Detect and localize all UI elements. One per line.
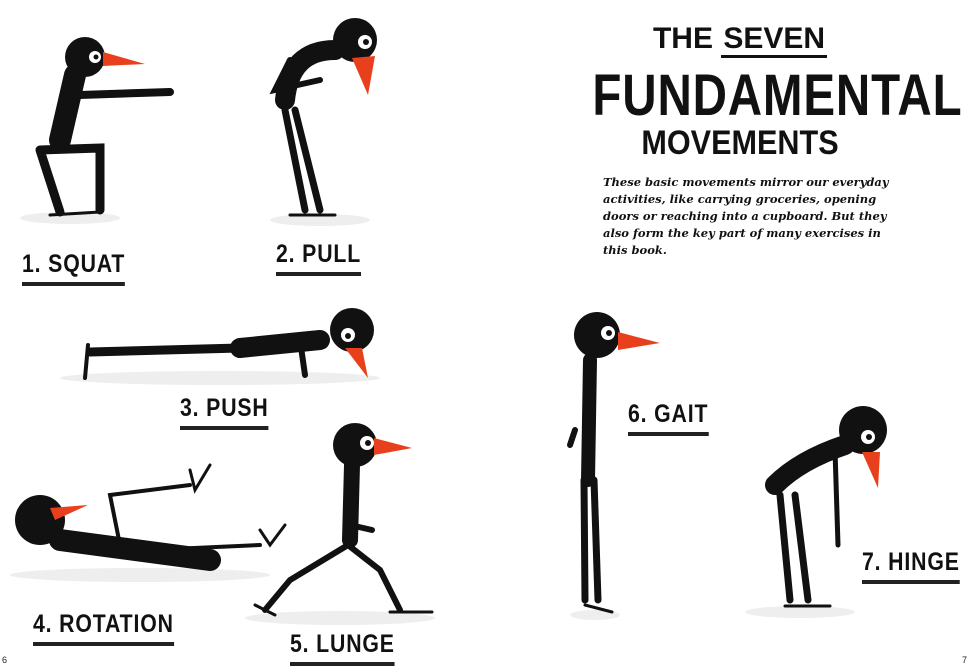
title-main: FUNDAMENTAL — [592, 63, 963, 128]
bird-lunge-illustration — [245, 423, 435, 625]
bird-gait-illustration — [567, 312, 660, 620]
page-number-left: 6 — [2, 655, 8, 665]
description-text: These basic movements mirror our everyda… — [603, 175, 889, 257]
label-hinge: 7. HINGE — [862, 548, 960, 584]
label-gait: 6. GAIT — [628, 400, 709, 436]
title-line-1: THE SEVEN — [560, 22, 920, 58]
label-push: 3. PUSH — [180, 394, 269, 430]
bird-hinge-illustration — [745, 406, 887, 618]
label-rotation: 4. ROTATION — [33, 610, 174, 646]
bird-rotation-illustration — [10, 463, 287, 582]
title-sub: MOVEMENTS — [641, 124, 839, 162]
label-squat: 1. SQUAT — [22, 250, 126, 286]
page-number-right: 7 — [962, 655, 968, 665]
label-lunge: 5. LUNGE — [290, 630, 395, 666]
bird-push-illustration — [60, 308, 380, 385]
bird-pull-illustration — [269, 18, 377, 226]
title-seven: SEVEN — [721, 22, 828, 58]
title-the: THE — [652, 22, 713, 55]
label-pull: 2. PULL — [276, 240, 362, 276]
bird-squat-illustration — [20, 37, 174, 224]
